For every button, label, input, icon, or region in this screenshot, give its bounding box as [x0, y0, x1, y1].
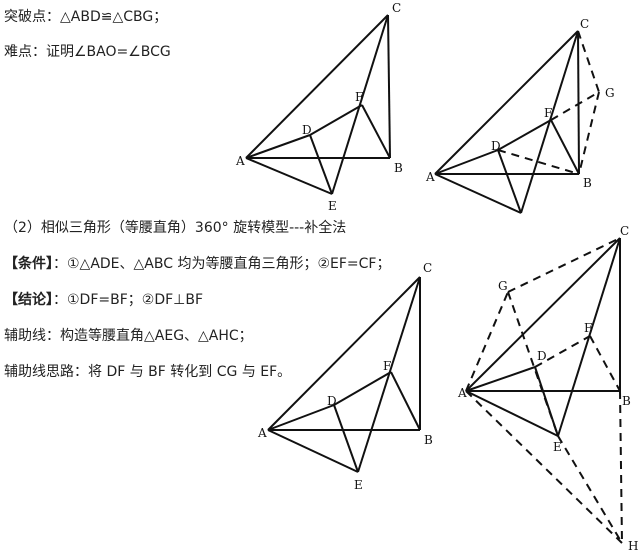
vertex-label-C: C	[392, 1, 401, 15]
segment-AD	[465, 366, 536, 392]
figure-2: C G F D A B	[425, 17, 615, 214]
vertex-label-A: A	[425, 170, 435, 184]
vertex-label-F: F	[355, 90, 363, 104]
conclusion-line: 【结论】：①DF=BF；②DF⊥BF	[4, 289, 203, 309]
segment-AD	[245, 134, 311, 159]
figure-3: C F D A B E	[257, 261, 433, 492]
vertex-label-E: E	[354, 478, 363, 492]
segment-BC	[387, 14, 391, 159]
vertex-label-B: B	[622, 394, 631, 408]
vertex-label-E: E	[553, 440, 562, 454]
figure-1: C F D A B E	[235, 1, 403, 213]
vertex-label-F: F	[544, 106, 552, 120]
segment-AD	[434, 149, 499, 175]
segment-FB	[589, 335, 621, 392]
vertex-label-A: A	[257, 426, 267, 440]
segment-AH	[465, 390, 623, 544]
segment-AC	[465, 237, 621, 392]
conclusion-tag: 【结论】	[4, 292, 53, 308]
vertex-label-D: D	[491, 139, 501, 153]
segment-AG	[465, 291, 509, 392]
segment-BC	[577, 30, 580, 175]
segment-GE	[507, 291, 559, 437]
segment-EC	[520, 30, 579, 214]
segment-FG	[550, 91, 600, 121]
vertex-label-B: B	[583, 176, 592, 190]
vertex-label-F: F	[584, 321, 592, 335]
vertex-label-B: B	[424, 433, 433, 447]
segment-AE	[267, 429, 359, 473]
segment-EH	[557, 435, 623, 544]
segment-DE	[309, 134, 333, 195]
segment-FB	[361, 104, 391, 159]
segment-AE	[434, 173, 522, 214]
segment-EC	[357, 276, 421, 473]
vertex-label-F: F	[383, 359, 391, 373]
segment-FB	[550, 119, 580, 175]
vertex-label-A: A	[235, 154, 245, 168]
section-title: （2）相似三角形（等腰直角）360° 旋转模型---补全法	[4, 220, 347, 236]
segment-EC	[331, 14, 389, 195]
vertex-label-H: H	[628, 539, 638, 552]
vertex-label-A: A	[457, 386, 467, 400]
difficulty-point: 难点：证明∠BAO=∠BCG	[4, 44, 171, 60]
segment-FB	[390, 371, 421, 431]
vertex-label-G: G	[498, 279, 508, 293]
vertex-label-D: D	[537, 349, 547, 363]
vertex-label-B: B	[394, 161, 403, 175]
segment-DF	[309, 104, 363, 136]
vertex-label-D: D	[302, 123, 312, 137]
segment-DE	[497, 149, 522, 214]
vertex-label-C: C	[423, 261, 432, 275]
segment-DE	[333, 404, 359, 473]
segment-DF	[534, 335, 591, 368]
segment-GC	[507, 237, 621, 293]
vertex-label-C: C	[620, 224, 629, 238]
segment-AE	[465, 390, 559, 437]
conclusion-body: ：①DF=BF；②DF⊥BF	[53, 292, 204, 308]
vertex-label-C: C	[580, 17, 589, 31]
segment-DB	[497, 149, 580, 175]
segment-AC	[245, 14, 389, 159]
condition-body: ：①△ADE、△ABC 均为等腰直角三角形；②EF=CF；	[53, 256, 391, 272]
auxiliary-lines: 辅助线：构造等腰直角△AEG、△AHC；	[4, 328, 253, 344]
segment-AD	[267, 404, 335, 431]
segment-DF	[333, 371, 392, 406]
breakthrough-point: 突破点：△ABD≌△CBG；	[4, 9, 168, 25]
segment-BH	[619, 390, 623, 544]
segment-AC	[267, 276, 421, 431]
segment-AC	[434, 30, 579, 175]
condition-tag: 【条件】	[4, 256, 53, 272]
vertex-label-D: D	[327, 394, 337, 408]
vertex-label-G: G	[605, 86, 615, 100]
vertex-label-E: E	[328, 199, 337, 213]
segment-AE	[245, 157, 333, 195]
auxiliary-idea: 辅助线思路：将 DF 与 BF 转化到 CG 与 EF。	[4, 364, 292, 380]
segment-CG	[577, 30, 600, 93]
condition-line: 【条件】：①△ADE、△ABC 均为等腰直角三角形；②EF=CF；	[4, 253, 390, 273]
figure-4: C G F D A B E H	[457, 224, 638, 552]
segment-DF	[497, 119, 552, 151]
segment-GB	[578, 91, 600, 175]
